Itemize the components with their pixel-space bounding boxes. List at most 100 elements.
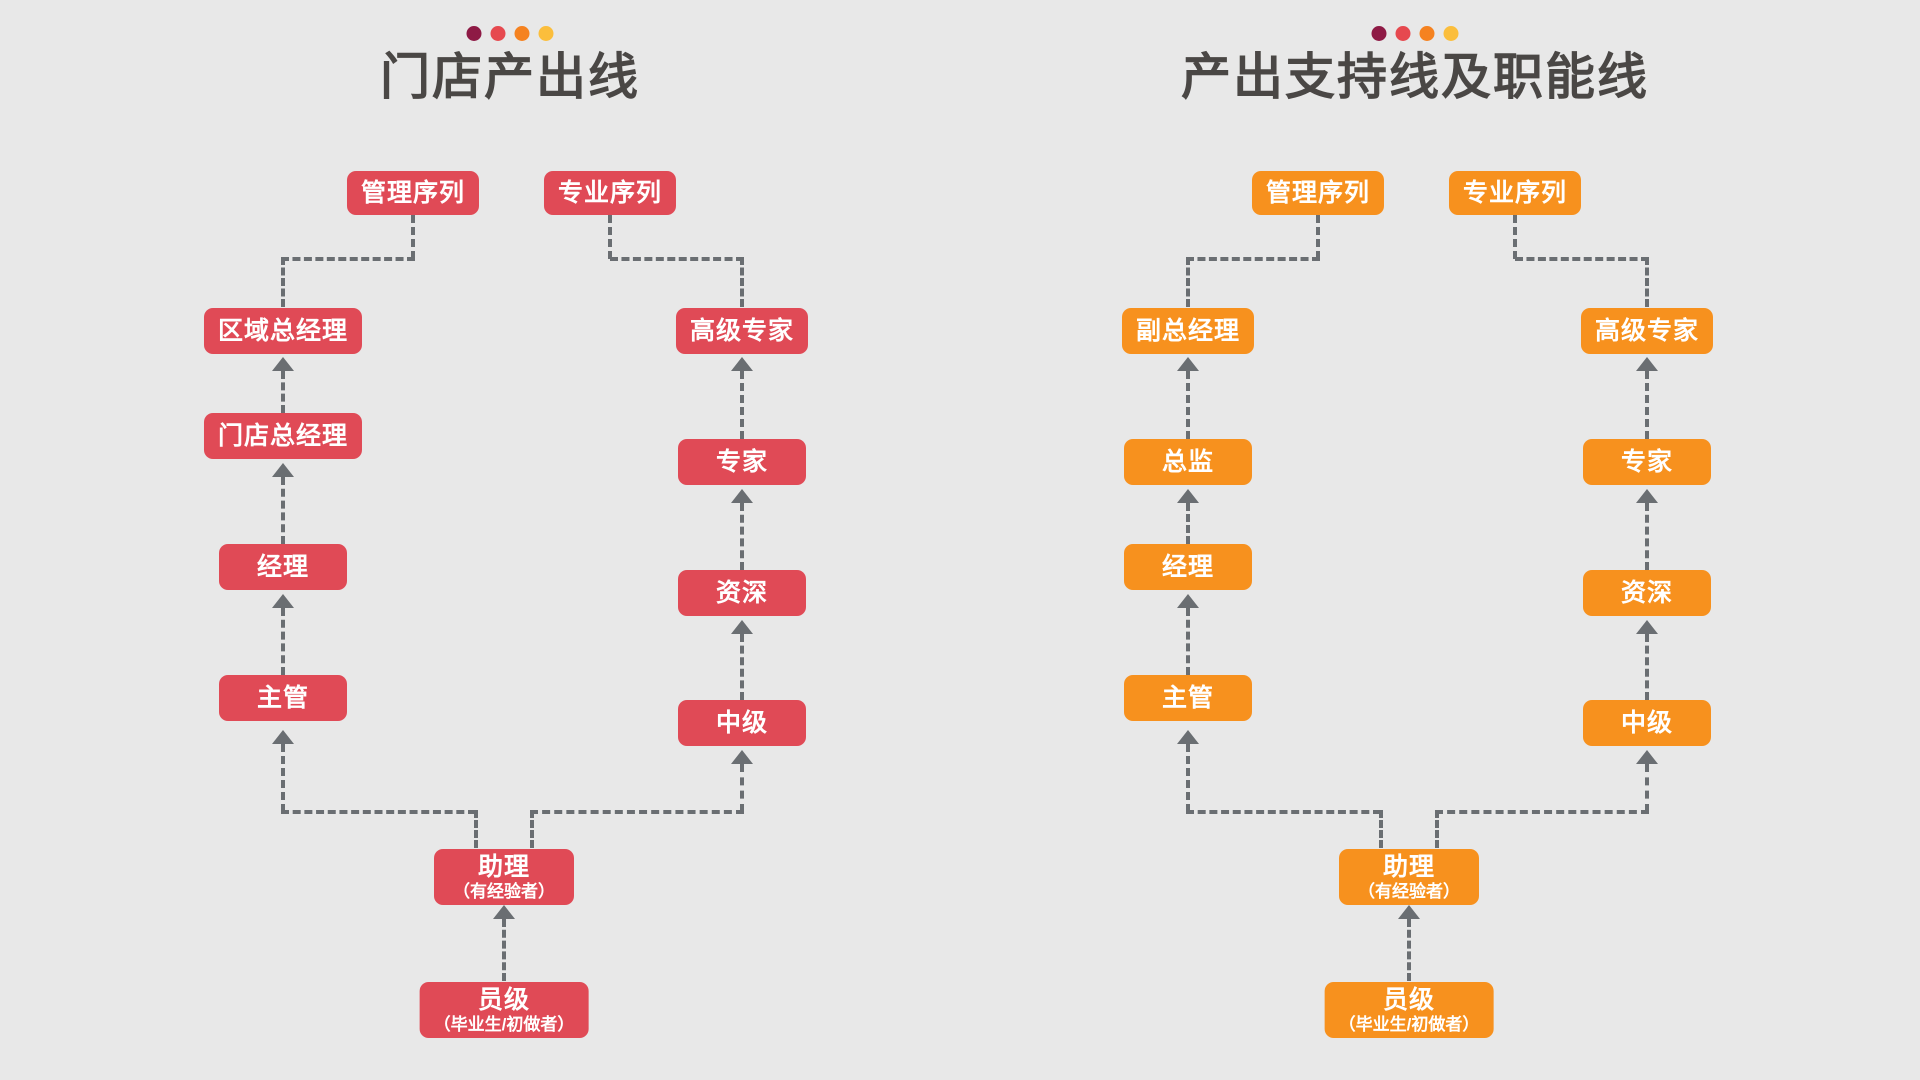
track-management-level-2[interactable]: 经理 [219,544,347,590]
header-label: 管理序列 [1265,179,1371,207]
track-professional-level-0[interactable]: 高级专家 [1580,308,1714,354]
base-node-entry[interactable]: 员级 （毕业生/初做者） [419,982,589,1038]
arrow-prof-3-to-2 [1636,620,1658,634]
arrow-fork-to-mgmt [272,730,294,744]
level-label: 专家 [715,448,768,476]
dot-1 [1371,26,1387,41]
track-management-level-2[interactable]: 经理 [1124,544,1252,590]
header-label: 专业序列 [1462,179,1568,207]
arrow-prof-1-to-0 [731,357,753,371]
track-professional-level-1[interactable]: 专家 [678,439,806,485]
track-professional-level-3[interactable]: 中级 [1583,700,1711,746]
track-management-level-1[interactable]: 总监 [1124,439,1252,485]
connector-mgmt-1-to-0 [281,371,285,413]
arrow-prof-3-to-2 [731,620,753,634]
level-label: 专家 [1620,448,1673,476]
level-label: 中级 [715,709,768,737]
connector-prof-1-to-0 [1645,371,1649,439]
track-management-level-0[interactable]: 区域总经理 [203,308,363,354]
connector-prof-2-to-1 [740,503,744,570]
track-professional-level-3[interactable]: 中级 [678,700,806,746]
level-label: 高级专家 [689,317,795,345]
connector-mgmt-header-drop [1186,257,1190,307]
connector-prof-header-horizontal [610,257,744,261]
connector-prof-header-horizontal [1515,257,1649,261]
connector-fork-prof-riser [740,764,744,812]
arrow-entry-to-assistant [1398,905,1420,919]
level-label: 资深 [715,579,768,607]
level-label: 主管 [1161,684,1214,712]
header-management-sequence[interactable]: 管理序列 [346,171,480,215]
track-professional-level-2[interactable]: 资深 [678,570,806,616]
header-professional-sequence[interactable]: 专业序列 [1448,171,1582,215]
dot-2 [1395,26,1411,41]
level-label: 副总经理 [1135,317,1241,345]
connector-fork-prof-horizontal [1435,810,1649,814]
arrow-mgmt-2-to-1 [1177,489,1199,503]
base-main-label: 员级 [1382,985,1436,1014]
base-main-label: 助理 [477,852,530,881]
connector-prof-header-drop [1645,257,1649,307]
base-sub-label: （毕业生/初做者） [433,1014,575,1034]
level-label: 经理 [256,553,309,581]
base-sub-label: （毕业生/初做者） [1338,1014,1480,1034]
connector-fork-mgmt-horizontal [1186,810,1381,814]
level-label: 门店总经理 [217,422,349,450]
panel-title: 产出支持线及职能线 [1181,49,1649,105]
track-management-level-3[interactable]: 主管 [1124,675,1252,721]
level-label: 总监 [1161,448,1214,476]
base-node-assistant[interactable]: 助理 （有经验者） [434,849,574,905]
dot-4 [1443,26,1459,41]
dot-2 [490,26,506,41]
dot-4 [538,26,554,41]
arrow-fork-to-mgmt [1177,730,1199,744]
connector-entry-to-assistant [1407,919,1411,981]
title-dots [1371,26,1459,41]
connector-prof-3-to-2 [740,634,744,700]
arrow-fork-to-prof [1636,750,1658,764]
track-professional-level-2[interactable]: 资深 [1583,570,1711,616]
connector-prof-header-stub [1513,215,1517,259]
arrow-mgmt-3-to-2 [272,594,294,608]
header-professional-sequence[interactable]: 专业序列 [543,171,677,215]
connector-mgmt-header-horizontal [281,257,415,261]
connector-mgmt-3-to-2 [281,608,285,675]
base-node-entry[interactable]: 员级 （毕业生/初做者） [1324,982,1494,1038]
track-management-level-1[interactable]: 门店总经理 [203,413,363,459]
track-professional-level-1[interactable]: 专家 [1583,439,1711,485]
connector-prof-header-stub [608,215,612,259]
level-label: 区域总经理 [217,317,349,345]
base-sub-label: （有经验者） [453,881,555,901]
base-node-assistant[interactable]: 助理 （有经验者） [1339,849,1479,905]
arrow-mgmt-1-to-0 [272,357,294,371]
panel-store-output-line: 门店产出线 管理序列 专业序列 区域总经理 门店总经理 经理 主管 [203,26,809,1038]
header-label: 专业序列 [557,179,663,207]
arrow-entry-to-assistant [493,905,515,919]
track-management-level-0[interactable]: 副总经理 [1121,308,1255,354]
level-label: 主管 [256,684,309,712]
arrow-fork-to-prof [731,750,753,764]
arrow-prof-2-to-1 [1636,489,1658,503]
track-professional-level-0[interactable]: 高级专家 [675,308,809,354]
track-management-level-3[interactable]: 主管 [219,675,347,721]
level-label: 中级 [1620,709,1673,737]
connector-mgmt-header-stub [411,215,415,259]
base-main-label: 员级 [477,985,531,1014]
connector-fork-prof-drop [530,810,534,848]
connector-fork-prof-horizontal [530,810,744,814]
arrow-mgmt-1-to-0 [1177,357,1199,371]
connector-fork-prof-drop [1435,810,1439,848]
arrow-mgmt-2-to-1 [272,463,294,477]
level-label: 资深 [1620,579,1673,607]
connector-mgmt-2-to-1 [1186,503,1190,544]
connector-prof-2-to-1 [1645,503,1649,570]
arrow-prof-1-to-0 [1636,357,1658,371]
level-label: 高级专家 [1594,317,1700,345]
panel-title: 门店产出线 [380,49,640,105]
connector-mgmt-header-stub [1316,215,1320,259]
header-management-sequence[interactable]: 管理序列 [1251,171,1385,215]
connector-entry-to-assistant [502,919,506,981]
connector-prof-3-to-2 [1645,634,1649,700]
connector-fork-mgmt-riser [1186,744,1190,812]
